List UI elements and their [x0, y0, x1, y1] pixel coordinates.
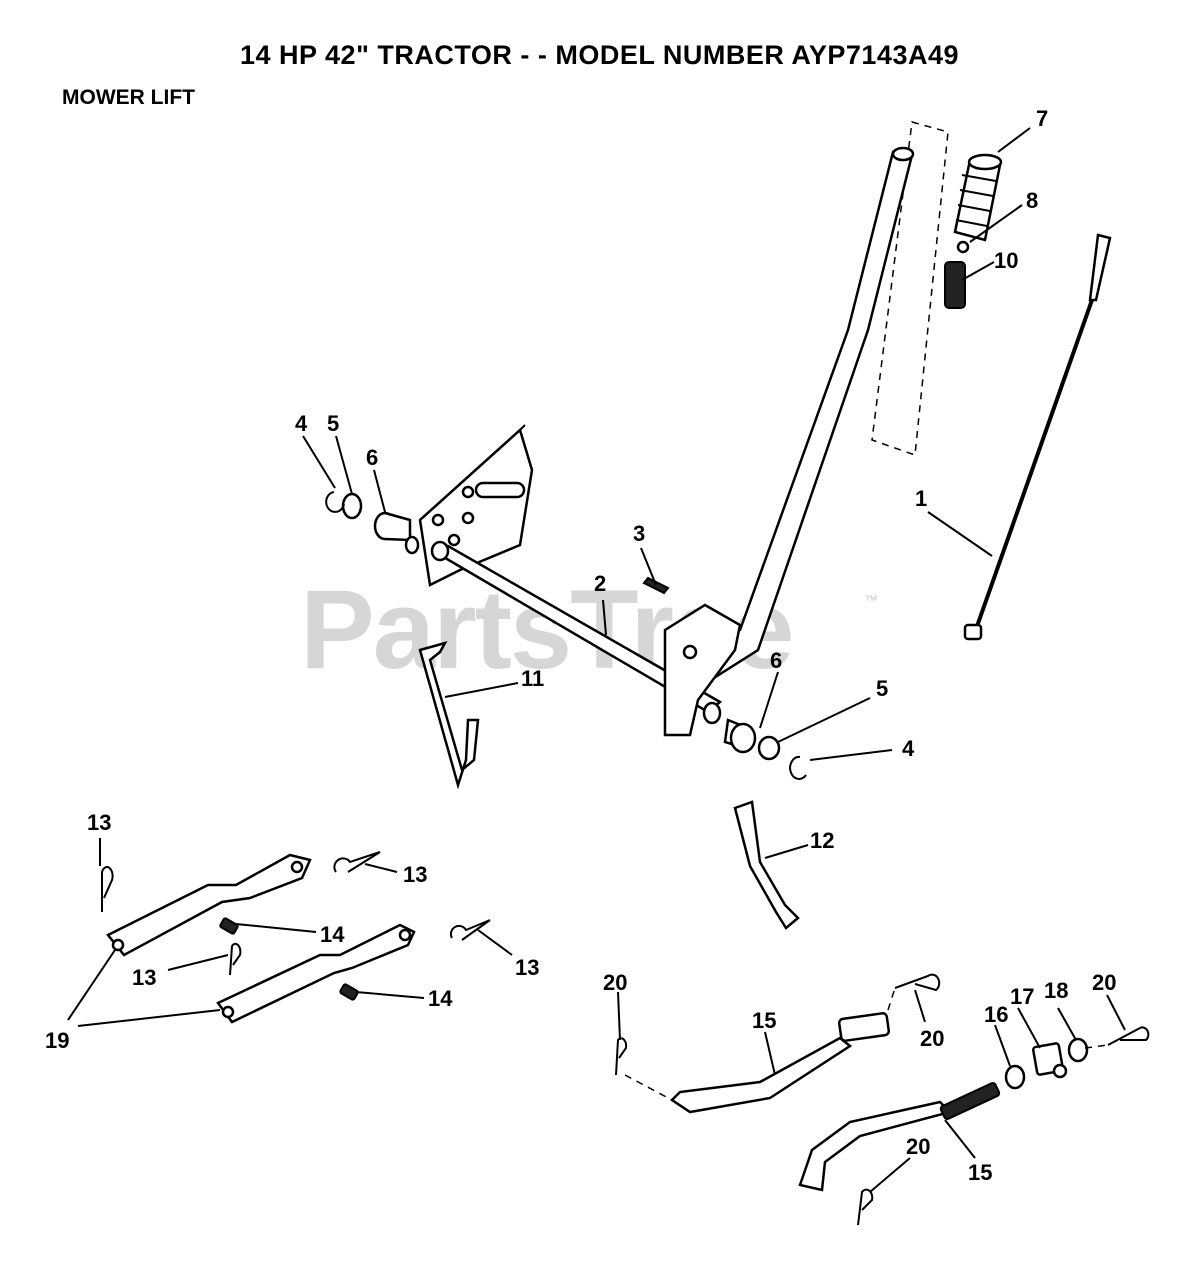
- washer-right: [757, 735, 781, 761]
- callout-14-a: 14: [320, 922, 345, 947]
- bushing-right: [702, 701, 757, 754]
- spring: [944, 261, 966, 309]
- hair-pin-3: [229, 942, 242, 976]
- hair-pin-1: [101, 866, 114, 912]
- handle-outline-dashed: [871, 121, 949, 457]
- page-title: 14 HP 42" TRACTOR - - MODEL NUMBER AYP71…: [239, 40, 959, 70]
- set-screw-lower: [339, 983, 359, 1001]
- callout-10: 10: [994, 248, 1019, 273]
- callout-1: 1: [915, 486, 928, 511]
- callout-17: 17: [1010, 984, 1035, 1009]
- cotter-pin-1: [615, 1037, 628, 1076]
- adjust-rod-upper: [670, 1012, 891, 1114]
- callout-18: 18: [1044, 978, 1069, 1003]
- callout-15-a: 15: [752, 1008, 777, 1033]
- callout-13-d: 13: [515, 955, 540, 980]
- callout-3: 3: [633, 521, 646, 546]
- callout-2: 2: [594, 571, 607, 596]
- callout-5: 5: [327, 411, 340, 436]
- callout-6-right: 6: [770, 648, 783, 673]
- roll-pin: [642, 576, 670, 595]
- grip: [953, 153, 1003, 242]
- washer-left: [341, 492, 363, 520]
- callout-20-b: 20: [920, 1026, 945, 1051]
- link-12: [733, 800, 800, 930]
- cotter-pin-3: [1107, 1026, 1150, 1046]
- pivot-block: [663, 603, 742, 737]
- callout-20-d: 20: [906, 1134, 931, 1159]
- clip-left: [325, 491, 345, 513]
- assembly-lines: [624, 987, 1109, 1101]
- lift-link-lower: [216, 923, 416, 1024]
- cotter-pin-4: [857, 1188, 874, 1226]
- adjust-block: [1031, 1042, 1068, 1079]
- callout-8: 8: [1026, 188, 1039, 213]
- hair-pin-2: [333, 851, 381, 873]
- lift-handle: [688, 146, 915, 690]
- adjust-rod-lower: [798, 1081, 1001, 1192]
- callout-6: 6: [366, 445, 379, 470]
- clip-right: [789, 755, 807, 780]
- callout-16: 16: [984, 1002, 1009, 1027]
- button: [956, 240, 970, 254]
- leader-lines: [67, 127, 1126, 1193]
- callout-13-b: 13: [403, 862, 428, 887]
- callout-11: 11: [521, 666, 545, 691]
- section-title: MOWER LIFT: [62, 86, 195, 109]
- lift-rod: [963, 233, 1112, 641]
- set-screw-upper: [219, 917, 239, 935]
- callout-13-c: 13: [132, 965, 157, 990]
- trademark-symbol: ™: [864, 592, 878, 608]
- lift-link-upper: [106, 853, 312, 957]
- callout-13-a: 13: [87, 810, 112, 835]
- callout-12: 12: [810, 828, 835, 853]
- callout-5-right: 5: [876, 676, 889, 701]
- cotter-pin-2: [894, 973, 941, 992]
- adjust-knob: [1067, 1037, 1089, 1063]
- cross-shaft: [430, 540, 723, 714]
- callout-20-a: 20: [603, 970, 628, 995]
- callout-7: 7: [1036, 106, 1049, 131]
- callout-4: 4: [295, 411, 308, 436]
- callout-14-b: 14: [428, 986, 453, 1011]
- link-11: [418, 640, 480, 790]
- hair-pin-4: [449, 919, 491, 941]
- callout-4-right: 4: [902, 736, 915, 761]
- hex-nut: [1004, 1064, 1026, 1090]
- callout-19: 19: [45, 1028, 70, 1053]
- callout-20-c: 20: [1092, 970, 1117, 995]
- callout-15-b: 15: [968, 1160, 993, 1185]
- bushing-left: [373, 511, 420, 555]
